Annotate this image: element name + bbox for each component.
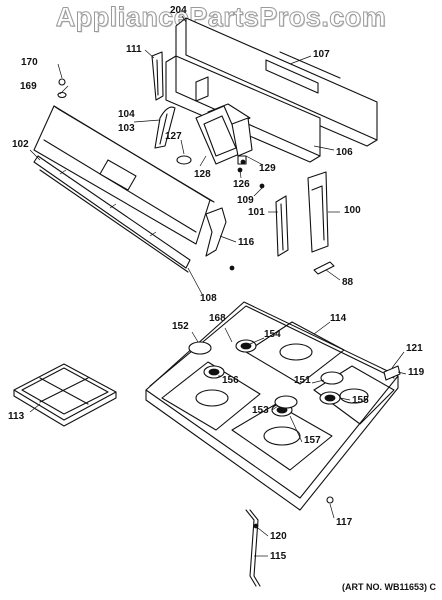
cap-152	[188, 341, 212, 355]
knob-bracket-103	[154, 106, 176, 149]
callout-88: 88	[342, 277, 354, 288]
burner-156	[203, 365, 225, 379]
callout-126: 126	[233, 179, 250, 190]
control-panel-104	[33, 105, 215, 245]
part-88	[313, 261, 335, 275]
bracket-116	[205, 207, 227, 257]
burner-154	[235, 339, 257, 353]
callout-151: 151	[294, 375, 311, 386]
callout-154: 154	[264, 329, 281, 340]
lens-127	[176, 155, 192, 165]
bracket-111	[151, 51, 164, 101]
art-number: (ART NO. WB11653) C	[341, 582, 436, 592]
callout-115: 115	[270, 551, 287, 562]
callout-114: 114	[330, 313, 347, 324]
callout-104: 104	[118, 109, 135, 120]
front-trim-102	[33, 155, 191, 273]
callout-152: 152	[172, 321, 189, 332]
bracket-101	[275, 195, 289, 257]
callout-119: 119	[408, 367, 425, 378]
callout-120: 120	[270, 531, 287, 542]
callout-153: 153	[252, 405, 269, 416]
callout-107: 107	[313, 49, 330, 60]
clock-129	[195, 103, 253, 165]
backsplash-panel	[175, 17, 378, 147]
callout-108: 108	[200, 293, 217, 304]
callout-102: 102	[12, 139, 29, 150]
callout-156: 156	[222, 375, 239, 386]
grate-113	[13, 363, 117, 427]
callout-169: 169	[20, 81, 37, 92]
rear-cover-106	[165, 55, 321, 163]
callout-103: 103	[118, 123, 135, 134]
callout-117: 117	[336, 517, 353, 528]
leader-lines	[29, 15, 407, 557]
callout-155: 155	[352, 395, 369, 406]
callout-128: 128	[194, 169, 211, 180]
callout-111: 111	[126, 44, 142, 55]
callout-157: 157	[304, 435, 321, 446]
side-panel-100	[307, 171, 329, 253]
callout-168: 168	[209, 313, 226, 324]
cap-153	[274, 395, 298, 409]
burner-155	[319, 391, 341, 405]
callout-101: 101	[248, 207, 265, 218]
callout-121: 121	[406, 343, 423, 354]
callout-127: 127	[165, 131, 182, 142]
callout-113: 113	[8, 411, 25, 422]
callout-100: 100	[344, 205, 361, 216]
callout-106: 106	[336, 147, 353, 158]
callout-116: 116	[238, 237, 255, 248]
callout-129: 129	[259, 163, 276, 174]
callout-170: 170	[21, 57, 38, 68]
watermark-text: AppliancePartsPros.com	[55, 2, 387, 33]
callout-204: 204	[170, 5, 187, 16]
rod-115	[245, 509, 261, 587]
callout-109: 109	[237, 195, 254, 206]
cap-151	[320, 371, 344, 385]
